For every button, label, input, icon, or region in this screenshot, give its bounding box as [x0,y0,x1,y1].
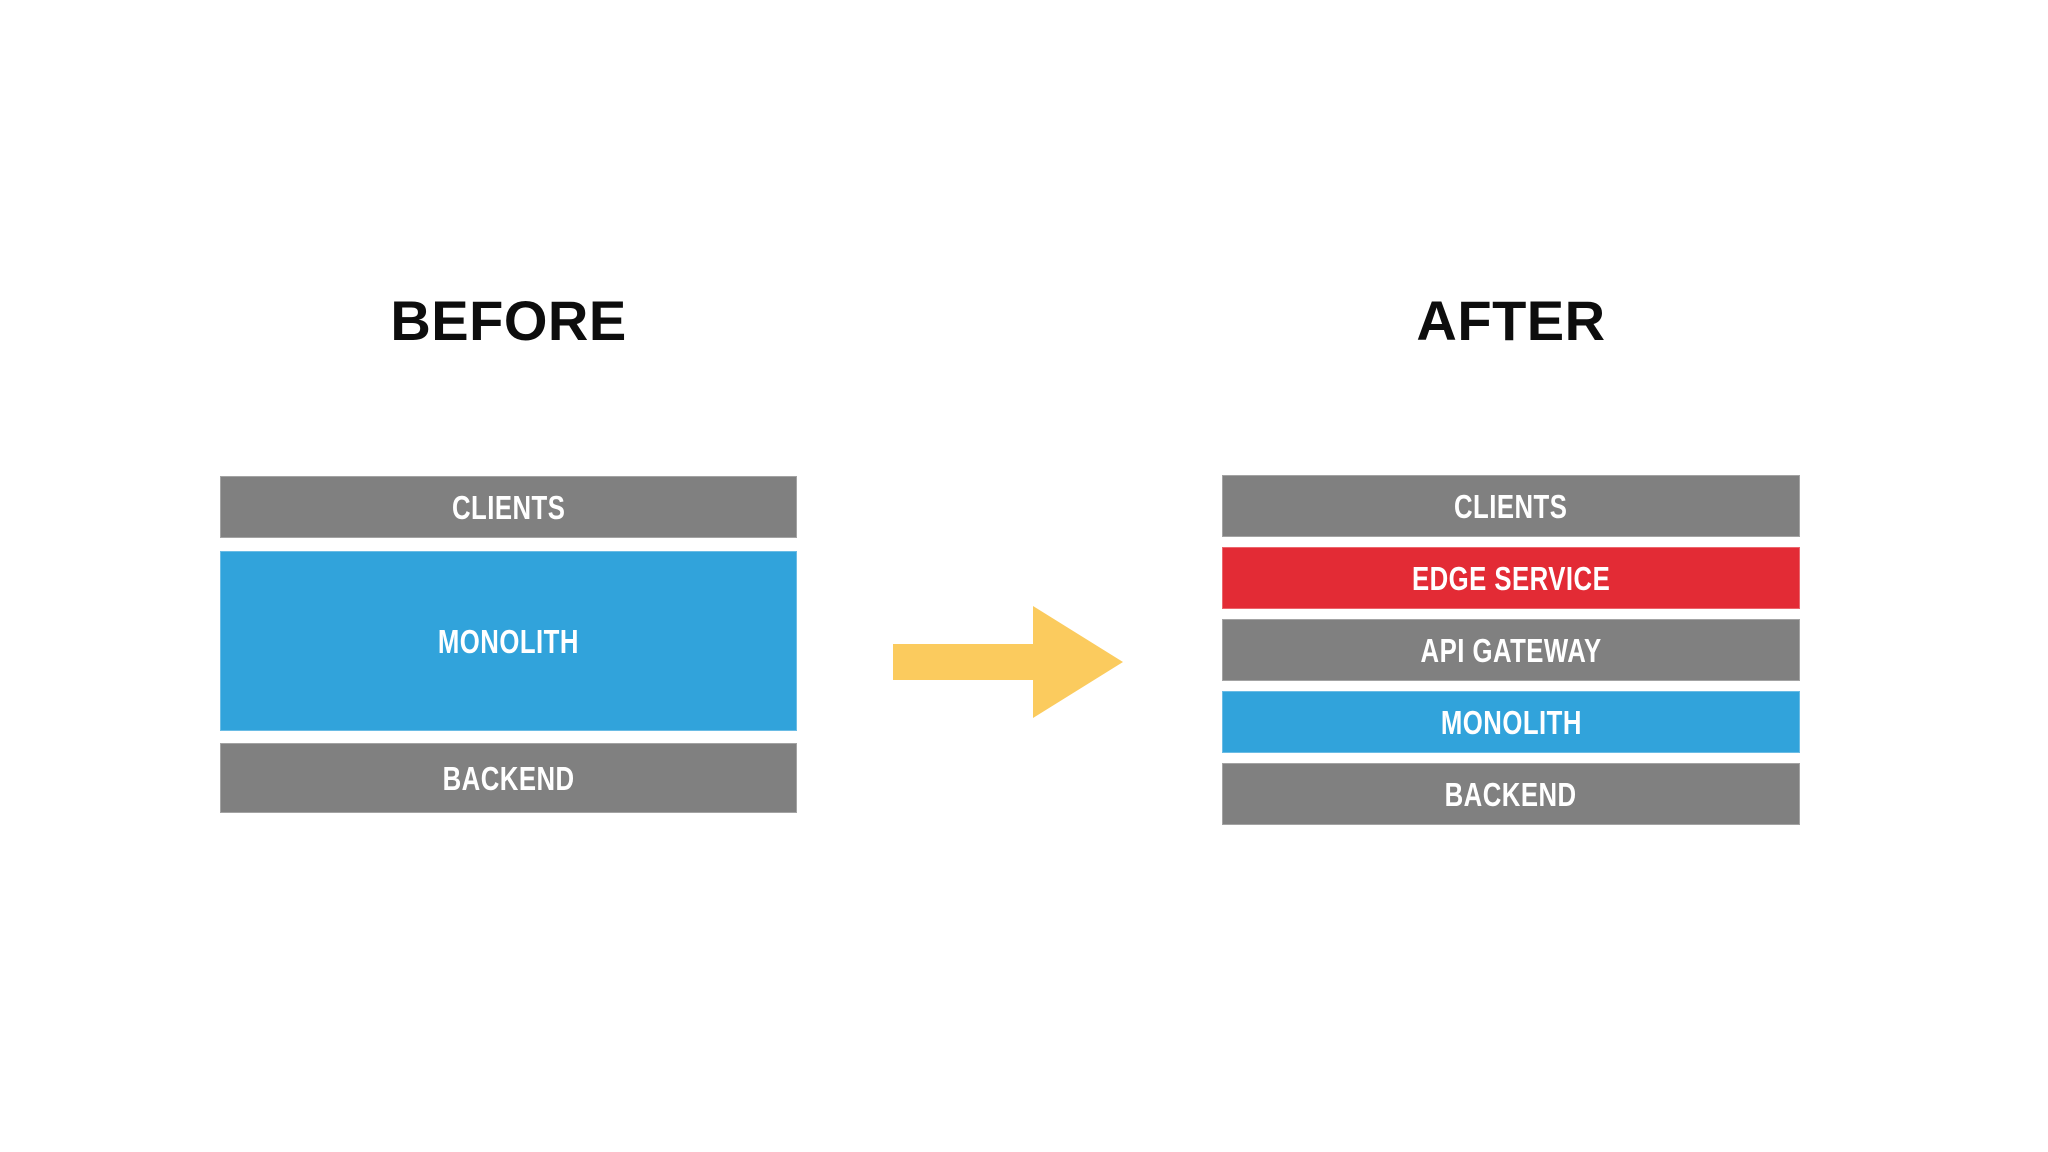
column-heading-before: BEFORE [390,289,627,352]
layer-api-gateway: API GATEWAY [1222,619,1800,681]
layer-label: BACKEND [1445,775,1577,813]
layer-label: BACKEND [442,759,575,797]
layer-label: MONOLITH [437,622,580,660]
architecture-stack-after: CLIENTS EDGE SERVICE API GATEWAY MONOLITH BA… [1222,475,1800,825]
layer-label: EDGE SERVICE [1411,559,1611,597]
layer-clients: CLIENTS [220,476,797,538]
layer-backend: BACKEND [1222,763,1800,825]
layer-label: MONOLITH [1440,703,1582,741]
layer-label: API GATEWAY [1420,631,1602,669]
column-heading-after: AFTER [1416,289,1606,352]
architecture-stack-before: CLIENTS MONOLITH BACKEND [220,476,797,813]
layer-clients: CLIENTS [1222,475,1800,537]
layer-label: CLIENTS [451,488,566,526]
layer-backend: BACKEND [220,743,797,813]
layer-monolith: MONOLITH [1222,691,1800,753]
arrow-right-icon [893,606,1123,718]
layer-edge-service: EDGE SERVICE [1222,547,1800,609]
layer-label: CLIENTS [1454,487,1568,525]
layer-monolith: MONOLITH [220,551,797,731]
